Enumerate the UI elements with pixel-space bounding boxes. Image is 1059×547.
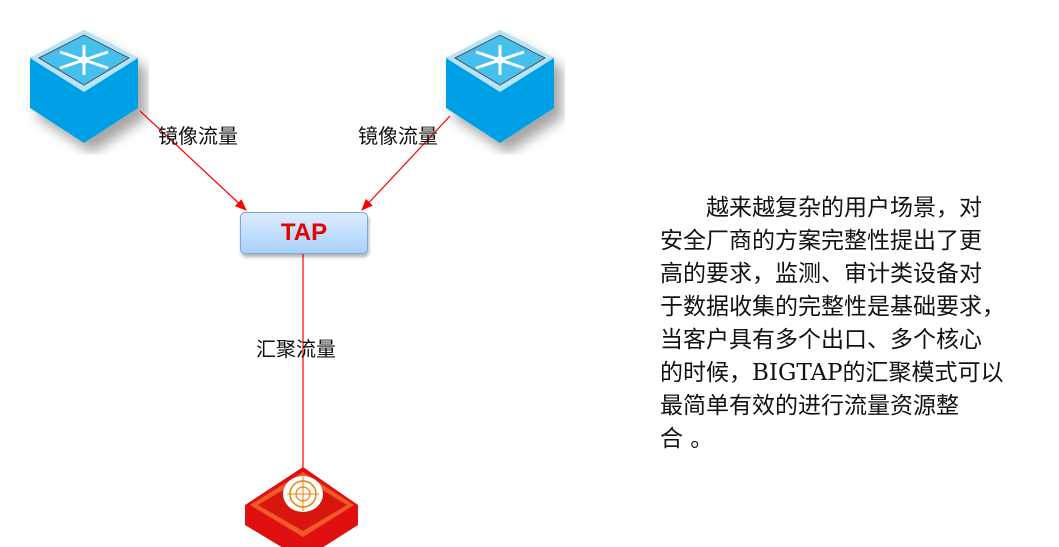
edge-label-mirror-left: 镜像流量 [158, 124, 238, 148]
switch-icon-left [28, 28, 140, 145]
arrow-right-to-tap [361, 115, 451, 211]
edge-label-mirror-right: 镜像流量 [358, 124, 438, 148]
description-line: 于数据收集的完整性是基础要求， [660, 294, 1005, 320]
switch-icon-right [444, 28, 556, 145]
description-line: 越来越复杂的用户场景，对 [660, 195, 982, 221]
arrow-left-to-tap [139, 110, 247, 211]
tap-node: TAP [240, 212, 368, 254]
description-line: 当客户具有多个出口、多个核心 [660, 327, 982, 353]
security-tool-icon [245, 467, 358, 547]
description-line: 高的要求，监测、审计类设备对 [660, 261, 982, 287]
description-line: 最简单有效的进行流量资源整 [660, 393, 959, 419]
description-line: 合 。 [660, 426, 714, 452]
edge-label-aggregate: 汇聚流量 [256, 337, 336, 361]
description-paragraph: 越来越复杂的用户场景，对 安全厂商的方案完整性提出了更 高的要求，监测、审计类设… [660, 192, 1040, 456]
tap-label: TAP [280, 219, 328, 246]
description-line: 的时候，BIGTAP的汇聚模式可以 [660, 360, 1004, 386]
description-line: 安全厂商的方案完整性提出了更 [660, 228, 982, 254]
